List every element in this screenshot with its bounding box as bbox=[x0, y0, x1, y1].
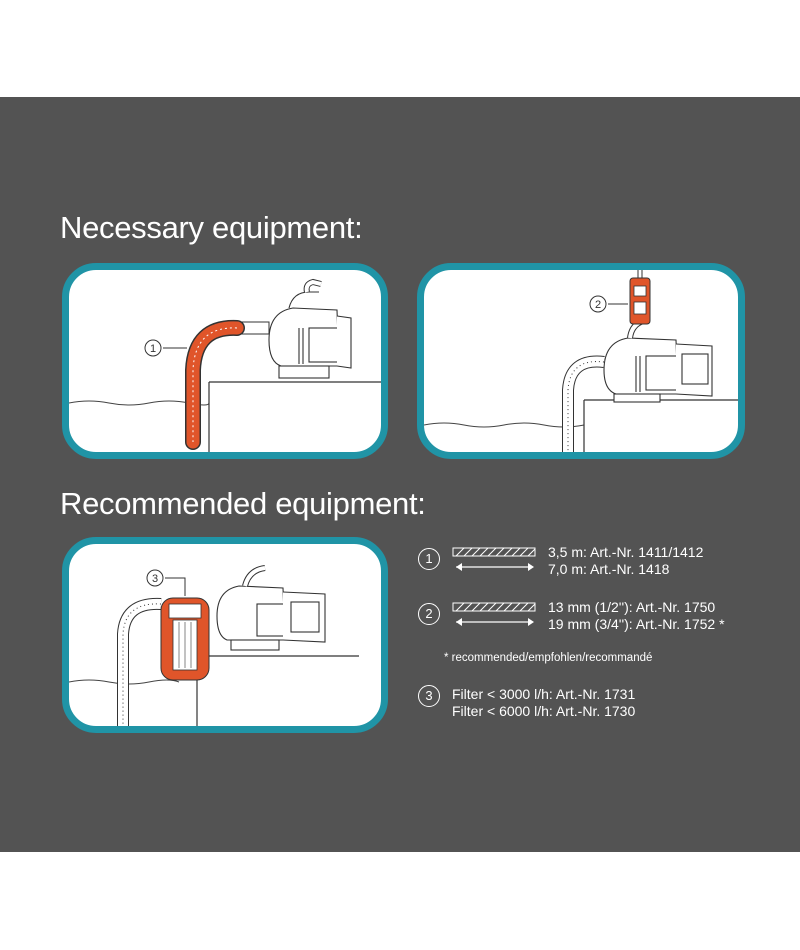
hose-icon bbox=[186, 321, 244, 449]
pump-with-connector-illustration: 2 bbox=[424, 270, 738, 452]
panel-suction-hose: 1 bbox=[62, 263, 388, 459]
legend-item-2-number: 2 bbox=[418, 603, 440, 625]
legend-item-1-line-2: 7,0 m: Art.-Nr. 1418 bbox=[548, 561, 670, 577]
callout-3-circle bbox=[146, 569, 164, 587]
water-surface bbox=[424, 422, 585, 428]
legend-item-1-line-1: 3,5 m: Art.-Nr. 1411/1412 bbox=[548, 544, 704, 560]
hose-icon bbox=[118, 598, 162, 726]
pump-with-filter-illustration: 3 bbox=[69, 565, 359, 726]
double-arrow-icon bbox=[452, 547, 536, 571]
pump-stand bbox=[583, 399, 738, 452]
pump-icon bbox=[603, 317, 713, 403]
callout-2-circle bbox=[589, 295, 607, 313]
legend-item-2-line-1: 13 mm (1/2''): Art.-Nr. 1750 bbox=[548, 599, 716, 615]
double-arrow-icon bbox=[452, 602, 536, 626]
legend-item-3-line-2: Filter < 6000 l/h: Art.-Nr. 1730 bbox=[452, 703, 636, 719]
legend-recommended-note: * recommended/empfohlen/recommandé bbox=[444, 652, 653, 664]
legend-item-3-line-1: Filter < 3000 l/h: Art.-Nr. 1731 bbox=[452, 686, 636, 702]
panel-hose-connector: 2 bbox=[417, 263, 745, 459]
pump-icon bbox=[216, 565, 326, 651]
equipment-legend: 1 3,5 m: Art.-Nr. 1411/1412 7,0 m: Art.-… bbox=[418, 540, 788, 730]
pump-icon bbox=[268, 278, 352, 379]
recommended-equipment-heading: Recommended equipment: bbox=[60, 486, 426, 521]
necessary-equipment-heading: Necessary equipment: bbox=[60, 210, 363, 245]
pump-with-hose-illustration: 1 bbox=[69, 278, 381, 452]
connector-icon bbox=[629, 277, 651, 325]
legend-item-2-line-2: 19 mm (3/4''): Art.-Nr. 1752 * bbox=[548, 616, 725, 632]
callout-1-circle bbox=[144, 339, 162, 357]
panel-pre-filter: 3 bbox=[62, 537, 388, 733]
pump-stand bbox=[208, 381, 381, 452]
legend-item-1-number: 1 bbox=[418, 548, 440, 570]
callout-3-number: 3 bbox=[152, 573, 158, 585]
callout-1-number: 1 bbox=[150, 343, 156, 355]
callout-2-number: 2 bbox=[595, 299, 601, 311]
legend-item-3-number: 3 bbox=[418, 685, 440, 707]
